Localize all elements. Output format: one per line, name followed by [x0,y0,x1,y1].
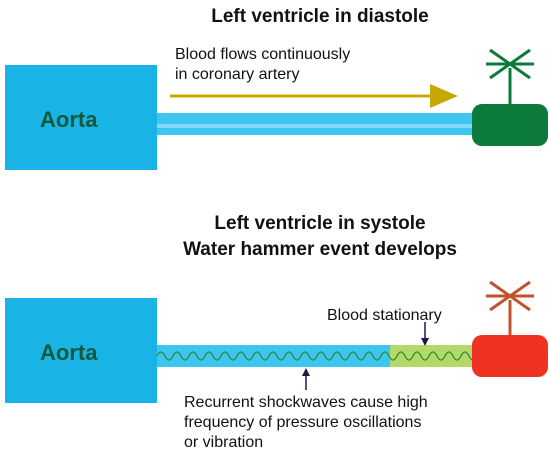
stationary-pointer-head [421,338,429,346]
shock-note-line1: Recurrent shockwaves cause high [184,394,428,411]
systole-title-line1: Left ventricle in systole [214,213,426,234]
flow-note: Blood flows continuously in coronary art… [175,45,435,85]
aorta-label-bottom: Aorta [40,340,98,365]
systole-title: Left ventricle in systole Water hammer e… [120,213,520,261]
stationary-label: Blood stationary [327,307,442,324]
aorta-top-box [5,65,157,170]
shockwave-line [156,351,486,361]
pump-green [472,104,548,146]
fan-icon-green [486,48,534,104]
systole-panel [5,280,548,403]
diastole-title: Left ventricle in diastole [211,6,429,27]
shock-note-line3: or vibration [184,434,264,451]
shock-note-line2: frequency of pressure oscillations [184,414,422,431]
aorta-label-top: Aorta [40,107,98,132]
stationary-segment [390,345,482,367]
artery-highlight-top [157,124,482,128]
coronary-artery-bottom [157,345,392,367]
shock-pointer-head [302,368,310,376]
fan-icon-red [486,280,534,335]
flow-arrow-head [430,84,458,108]
diastole-panel [5,48,548,170]
coronary-artery-top [157,113,482,135]
pump-red [472,335,548,377]
aorta-bottom-box [5,298,157,403]
shock-note: Recurrent shockwaves cause high frequenc… [184,393,484,453]
systole-title-line2: Water hammer event develops [183,239,457,260]
flow-note-line1: Blood flows continuously [175,46,351,63]
flow-note-line2: in coronary artery [175,66,300,83]
